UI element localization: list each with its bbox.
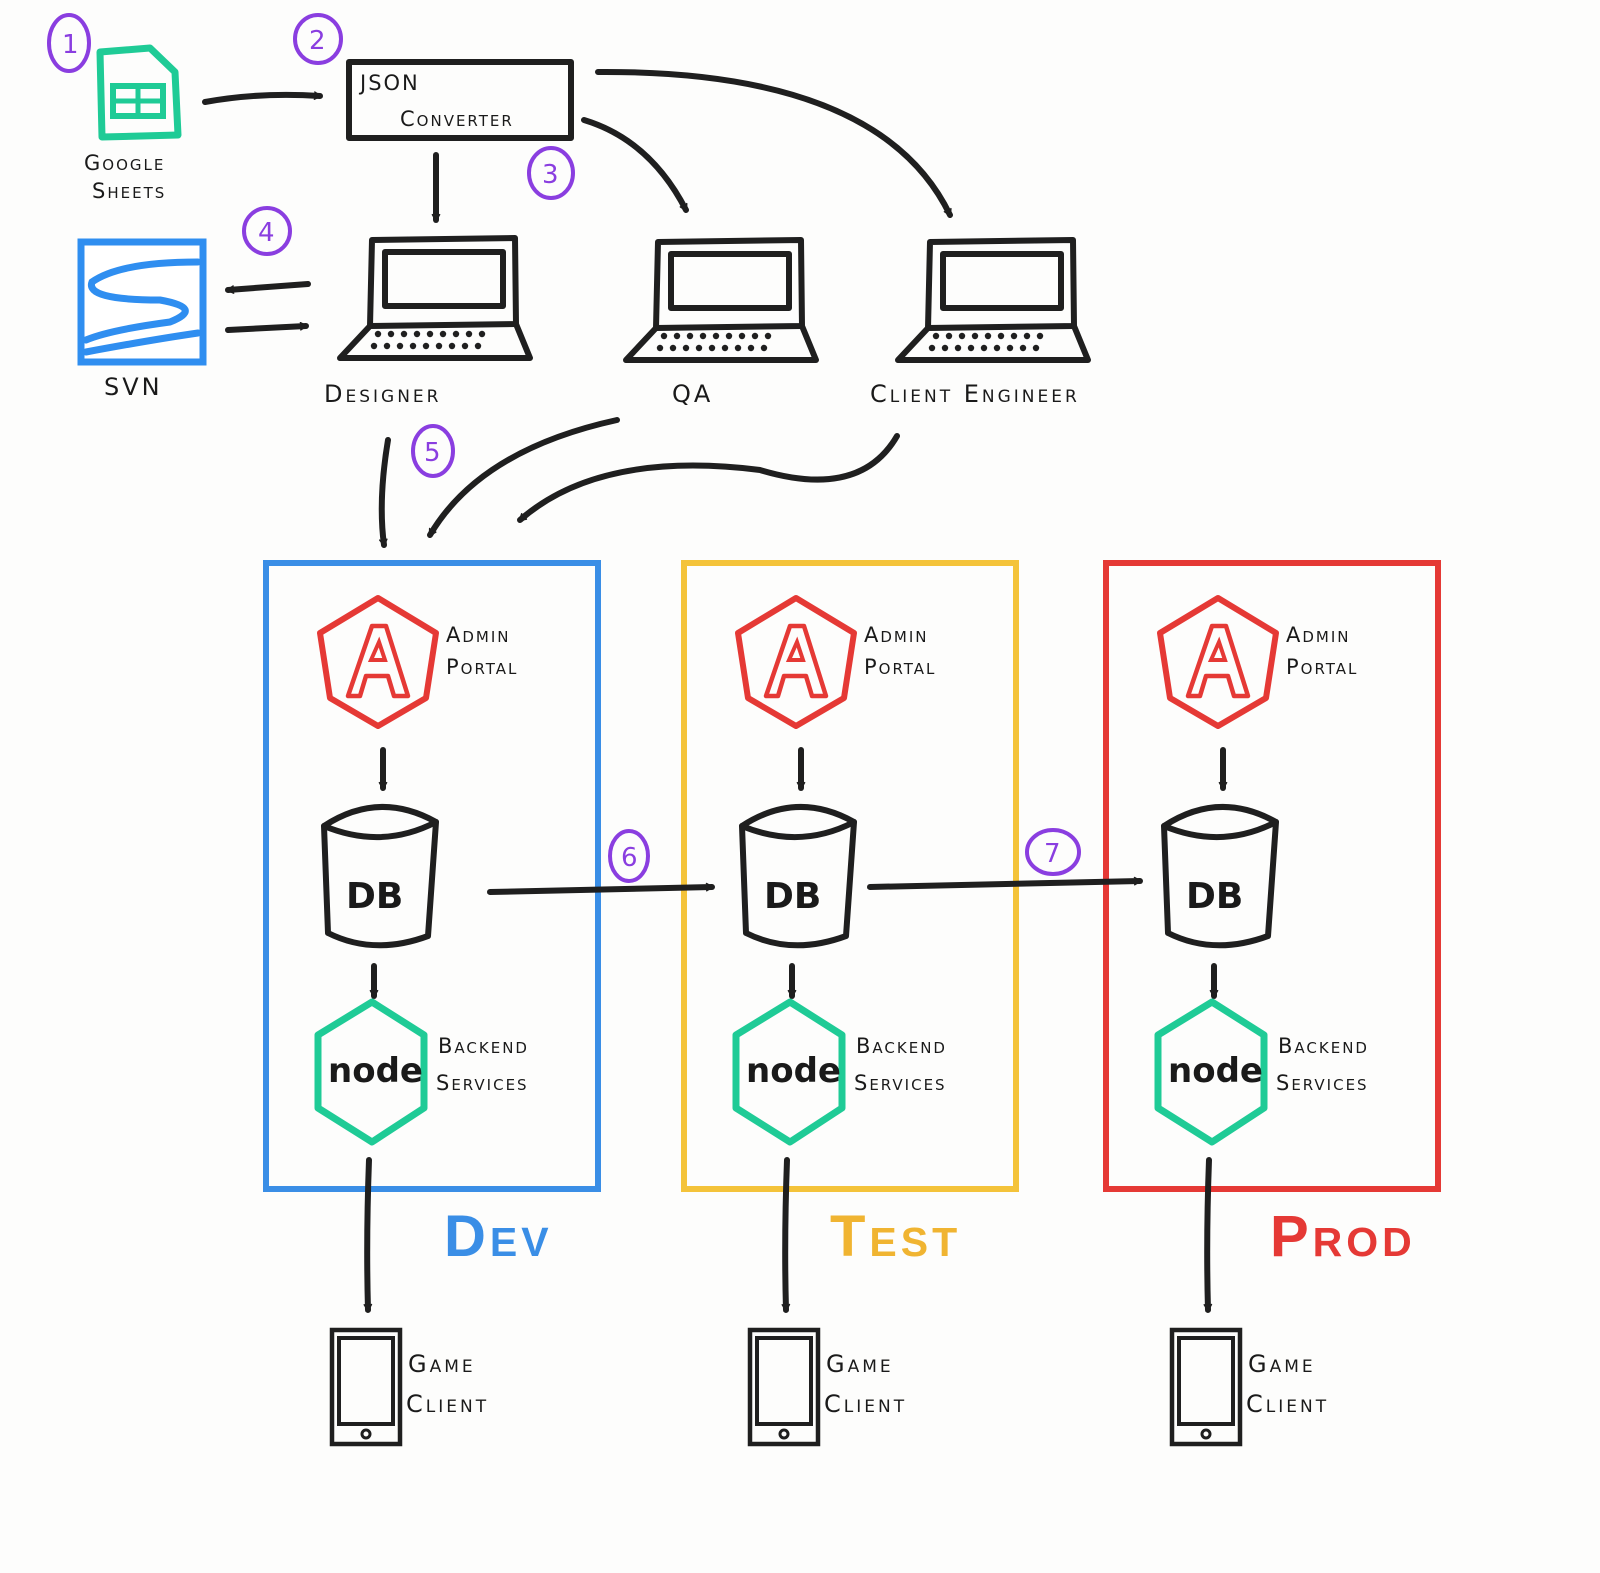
backend-services-label-line2: Services bbox=[854, 1071, 947, 1095]
admin-portal-label-line1: Admin bbox=[1286, 623, 1351, 647]
svg-text:1: 1 bbox=[62, 30, 79, 60]
env-name-test: Test bbox=[830, 1204, 961, 1269]
nodejs-icon: node bbox=[1154, 998, 1268, 1146]
node-label: node bbox=[746, 1051, 841, 1091]
role-label-qa: QA bbox=[672, 380, 713, 408]
arrow-svn-to-designer bbox=[225, 321, 309, 333]
admin-portal-label-line2: Portal bbox=[446, 655, 518, 679]
phone-icon bbox=[1169, 1327, 1243, 1447]
database-icon: DB bbox=[739, 804, 857, 949]
step-badge-6: 6 bbox=[608, 829, 650, 883]
backend-services-label-line1: Backend bbox=[856, 1034, 947, 1058]
arrow-converter-to-qa bbox=[581, 117, 689, 213]
svn-icon bbox=[77, 238, 207, 366]
env-name-prod: Prod bbox=[1270, 1204, 1416, 1269]
game-client-label-line1: Game bbox=[408, 1350, 476, 1378]
arrow-converter-to-client-engineer bbox=[595, 68, 953, 218]
json-converter-box: JSON Converter bbox=[346, 59, 574, 141]
svg-text:2: 2 bbox=[309, 26, 326, 56]
game-client-label-line1: Game bbox=[1248, 1350, 1316, 1378]
arrow-dev-db-to-test-db bbox=[487, 882, 715, 895]
env-box-test bbox=[681, 560, 1019, 1192]
step-badge-7: 7 bbox=[1025, 828, 1081, 876]
role-label-designer: Designer bbox=[324, 380, 441, 408]
nodejs-icon: node bbox=[732, 998, 846, 1146]
keyboard-dots bbox=[928, 332, 1044, 352]
node-label: node bbox=[1168, 1051, 1263, 1091]
keyboard-dots bbox=[370, 330, 486, 350]
env-name-dev: Dev bbox=[444, 1204, 553, 1269]
backend-services-label-line2: Services bbox=[1276, 1071, 1369, 1095]
arrow-designer-to-svn bbox=[225, 281, 311, 294]
arrow-backend-to-game-client bbox=[781, 1157, 791, 1313]
arrow-backend-to-game-client bbox=[1203, 1157, 1213, 1313]
db-label: DB bbox=[764, 876, 821, 917]
game-client-label-line1: Game bbox=[826, 1350, 894, 1378]
nodejs-icon: node bbox=[314, 998, 428, 1146]
backend-services-label-line2: Services bbox=[436, 1071, 529, 1095]
admin-portal-label-line1: Admin bbox=[446, 623, 511, 647]
google-sheets-label-line1: Google bbox=[84, 151, 165, 175]
step-badge-4: 4 bbox=[242, 206, 292, 256]
step-badge-3: 3 bbox=[527, 146, 575, 200]
db-label: DB bbox=[346, 876, 403, 917]
arrow-qa-to-dev bbox=[427, 417, 620, 538]
game-client-label-line2: Client bbox=[406, 1390, 489, 1418]
database-icon: DB bbox=[321, 804, 439, 949]
admin-portal-label-line2: Portal bbox=[864, 655, 936, 679]
admin-portal-label-line1: Admin bbox=[864, 623, 929, 647]
step-badge-5: 5 bbox=[411, 424, 455, 478]
phone-icon bbox=[747, 1327, 821, 1447]
backend-services-label-line1: Backend bbox=[438, 1034, 529, 1058]
phone-icon bbox=[329, 1327, 403, 1447]
angular-icon bbox=[317, 595, 439, 729]
google-sheets-icon bbox=[96, 44, 182, 141]
angular-icon bbox=[1157, 595, 1279, 729]
svg-text:3: 3 bbox=[542, 160, 559, 190]
json-converter-label-line1: JSON bbox=[358, 71, 420, 95]
svg-text:4: 4 bbox=[258, 218, 275, 248]
step-badge-1: 1 bbox=[47, 13, 91, 73]
node-label: node bbox=[328, 1051, 423, 1091]
arrow-designer-to-dev bbox=[378, 437, 391, 548]
game-client-label-line2: Client bbox=[824, 1390, 907, 1418]
game-client-label-line2: Client bbox=[1246, 1390, 1329, 1418]
json-converter-label-line2: Converter bbox=[400, 107, 514, 131]
admin-portal-label-line2: Portal bbox=[1286, 655, 1358, 679]
env-box-prod bbox=[1103, 560, 1441, 1192]
role-label-client-engineer: Client Engineer bbox=[870, 380, 1080, 408]
arrow-client-engineer-to-dev bbox=[517, 433, 900, 523]
database-icon: DB bbox=[1161, 804, 1279, 949]
backend-services-label-line1: Backend bbox=[1278, 1034, 1369, 1058]
angular-icon bbox=[735, 595, 857, 729]
arrow-test-db-to-prod-db bbox=[867, 876, 1143, 890]
svg-text:5: 5 bbox=[424, 438, 441, 468]
db-label: DB bbox=[1186, 876, 1243, 917]
arrow-backend-to-game-client bbox=[363, 1157, 373, 1313]
svn-label: SVN bbox=[104, 373, 163, 401]
arrow-sheets-to-converter bbox=[202, 91, 323, 105]
svg-text:7: 7 bbox=[1044, 839, 1061, 869]
google-sheets-label-line2: Sheets bbox=[92, 179, 166, 203]
env-box-dev bbox=[263, 560, 601, 1192]
keyboard-dots bbox=[656, 332, 772, 352]
laptop-client-engineer bbox=[895, 237, 1091, 363]
step-badge-2: 2 bbox=[293, 13, 343, 65]
laptop-designer bbox=[337, 235, 533, 361]
laptop-qa bbox=[623, 237, 819, 363]
svg-text:6: 6 bbox=[621, 843, 638, 873]
